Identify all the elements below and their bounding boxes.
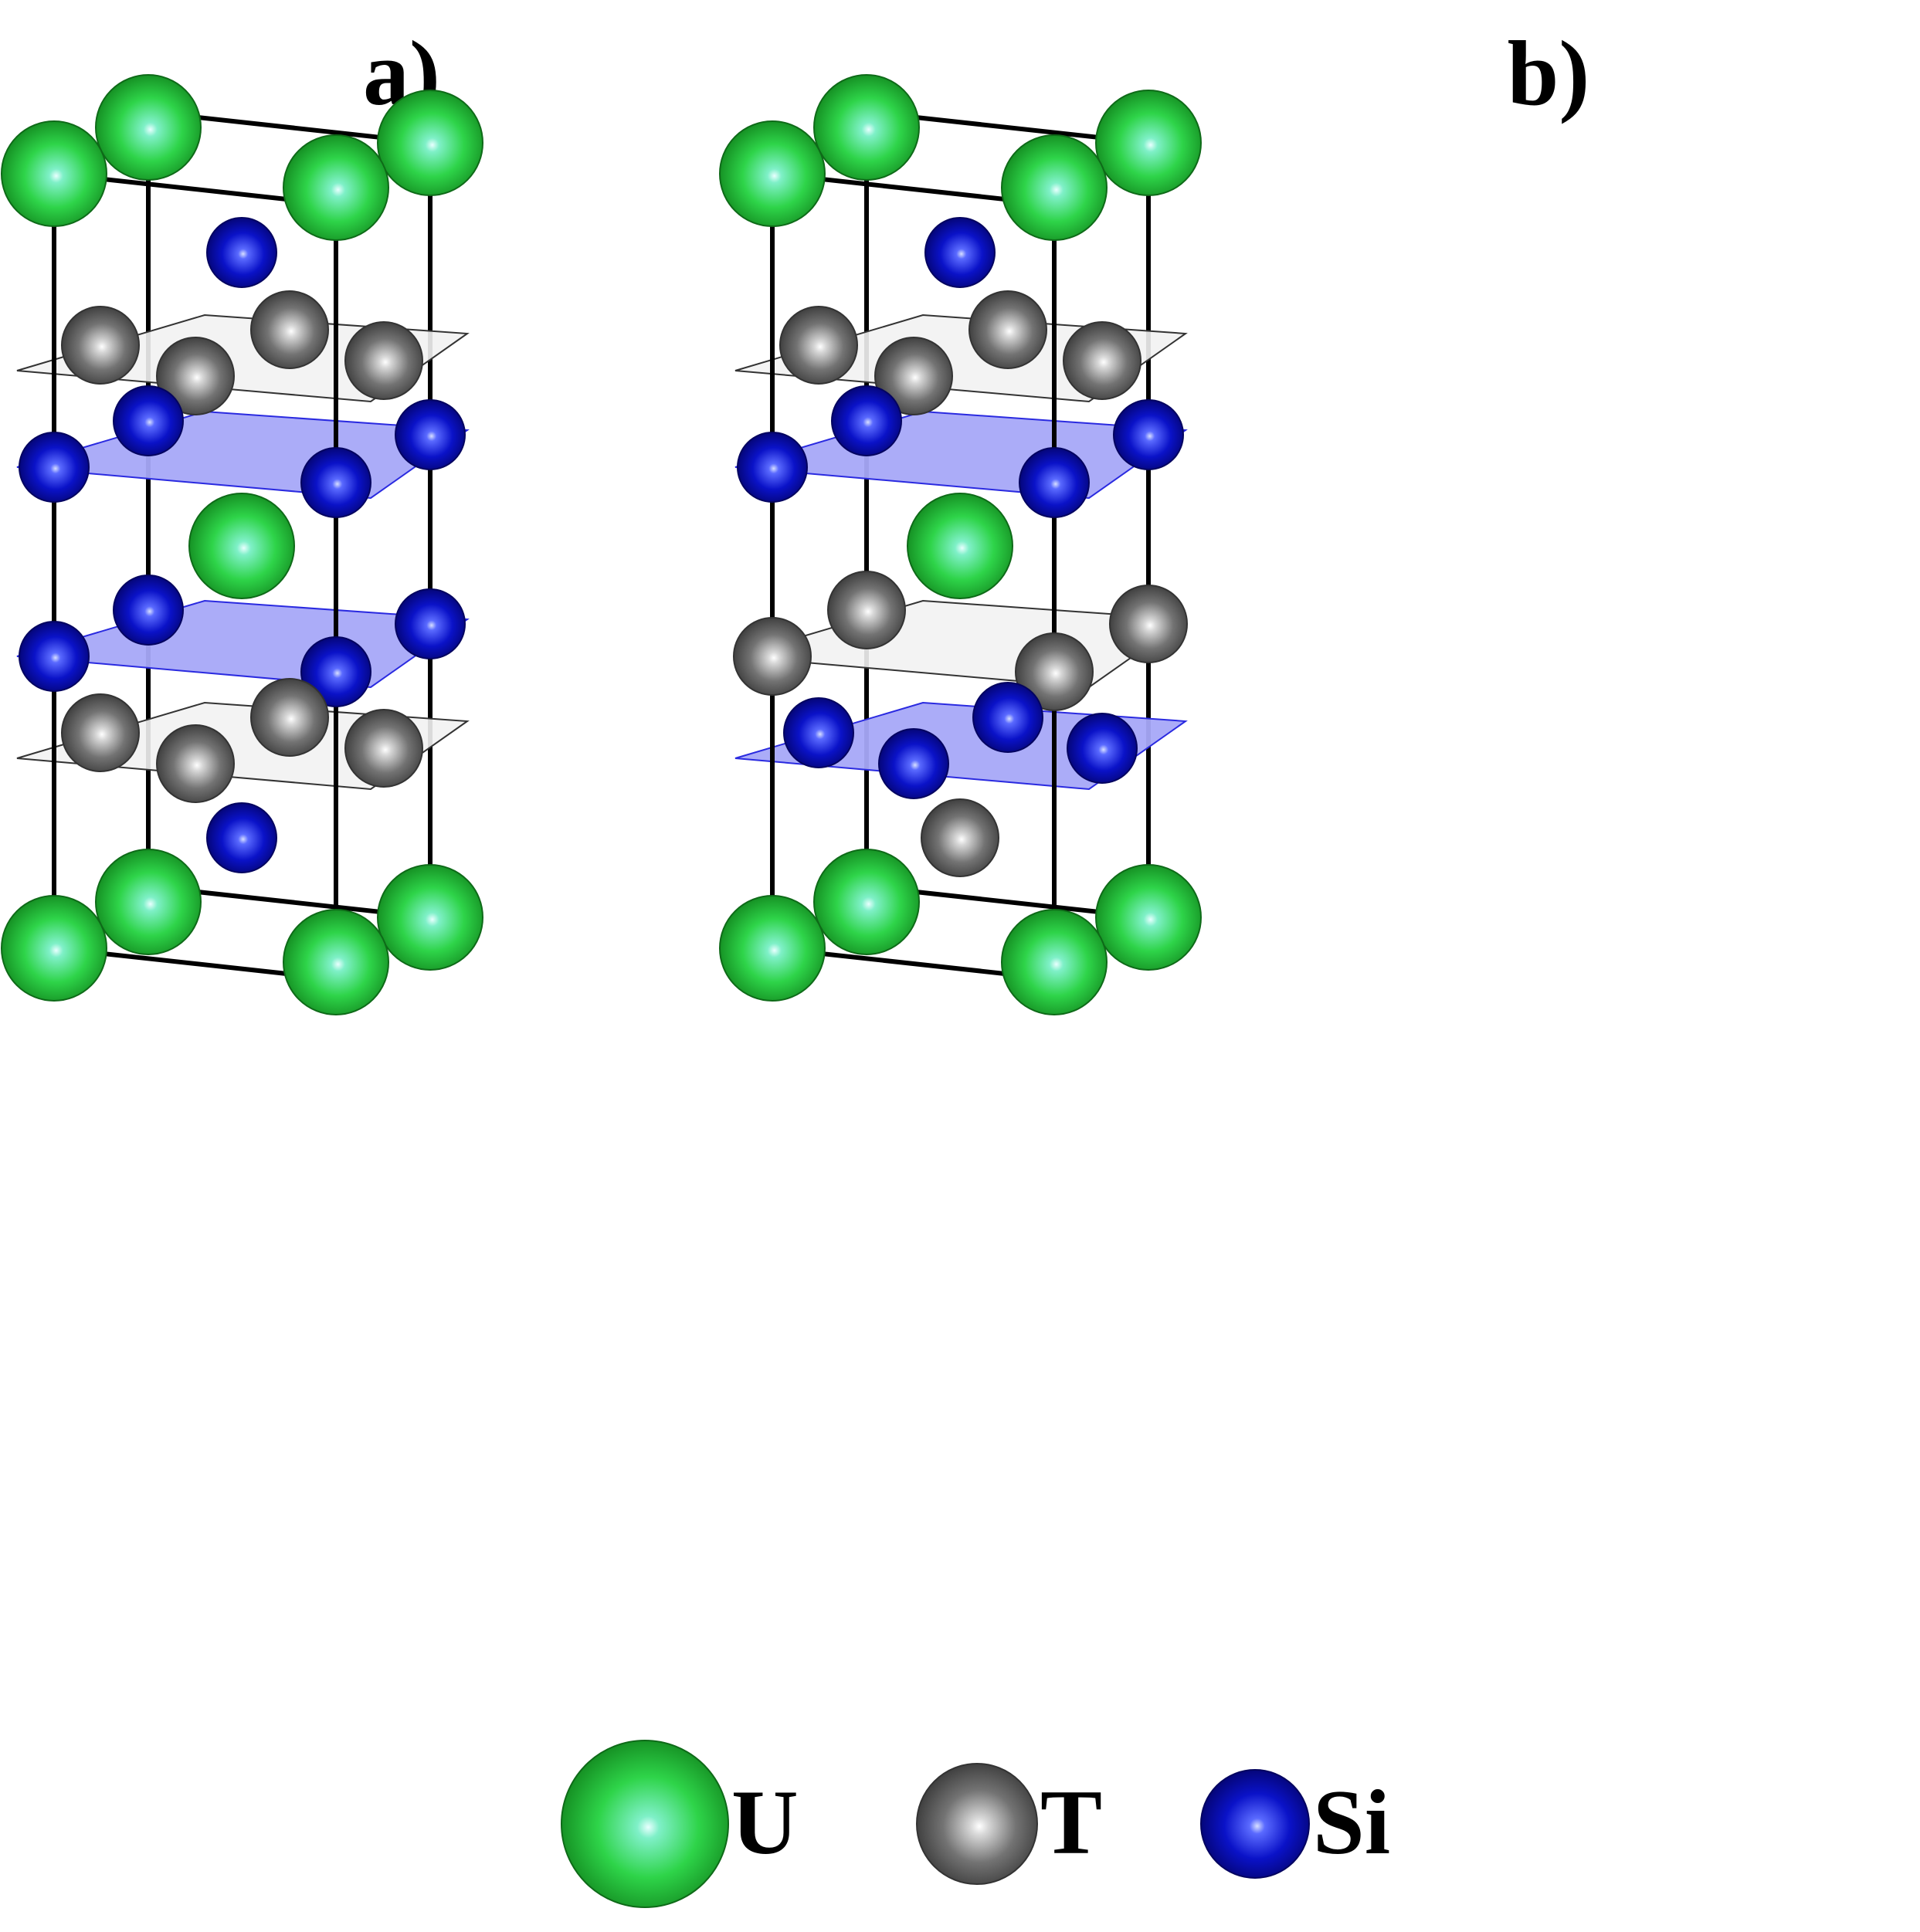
silicon-atom-upper-back-left <box>113 385 184 456</box>
transition-metal-atom-lower-front <box>156 724 235 803</box>
legend-t-label: T <box>1040 1771 1102 1873</box>
uranium-atom-top-back-right <box>1095 90 1202 196</box>
uranium-atom-bottom-front-right <box>283 909 389 1015</box>
silicon-atom-lower-front <box>878 728 949 799</box>
uranium-atom-body-center <box>907 493 1013 599</box>
silicon-atom-upper-front-left <box>737 432 808 503</box>
uranium-atom-bottom-front-left <box>1 895 107 1002</box>
uranium-atom-top-front-right <box>283 134 389 241</box>
silicon-atom-upper-front-right <box>300 447 371 518</box>
transition-metal-atom-upper-right <box>1063 321 1141 400</box>
transition-metal-atom-upper-front <box>156 337 235 415</box>
legend: U T Si <box>561 1740 1390 1908</box>
transition-metal-atom-lower-left <box>61 693 140 772</box>
uranium-atom-top-front-right <box>1001 134 1108 241</box>
silicon-atom-lower-back-left <box>113 575 184 646</box>
transition-metal-atom-upper-back <box>250 290 329 369</box>
silicon-atom-upper-back-right <box>395 399 466 470</box>
silicon-atom-interior-top <box>924 217 996 288</box>
panel-b-label: b) <box>1508 22 1590 124</box>
legend-u-swatch <box>561 1740 729 1908</box>
silicon-atom-interior-top <box>206 217 277 288</box>
transition-metal-atom-lower-right <box>344 709 423 788</box>
transition-metal-atom-lower-back <box>250 678 329 757</box>
silicon-atom-lower-back-right <box>395 588 466 659</box>
uranium-atom-bottom-front-right <box>1001 909 1108 1015</box>
transition-metal-atom-upper-front <box>874 337 953 415</box>
legend-si-label: Si <box>1313 1771 1390 1873</box>
transition-metal-atom-lower-back-right <box>1109 585 1188 663</box>
uranium-atom-top-front-left <box>1 120 107 227</box>
uranium-atom-top-back-right <box>377 90 483 196</box>
transition-metal-atom-upper-left <box>61 306 140 385</box>
silicon-atom-interior-bottom <box>206 802 277 873</box>
silicon-atom-lower-back <box>972 682 1043 753</box>
silicon-atom-upper-front-left <box>19 432 90 503</box>
silicon-atom-lower-left <box>783 697 854 768</box>
silicon-atom-upper-back-left <box>831 385 902 456</box>
uranium-atom-top-front-left <box>719 120 826 227</box>
transition-metal-atom-upper-left <box>779 306 858 385</box>
uranium-atom-bottom-back-left <box>95 849 202 955</box>
uranium-atom-bottom-back-right <box>1095 864 1202 971</box>
uranium-atom-top-back-left <box>813 74 920 181</box>
legend-si-swatch <box>1200 1769 1310 1879</box>
silicon-atom-lower-front-right <box>300 636 371 707</box>
transition-metal-atom-lower-front-left <box>733 617 812 696</box>
uranium-atom-bottom-back-left <box>813 849 920 955</box>
transition-metal-atom-interior-bottom <box>921 798 999 877</box>
uranium-atom-bottom-back-right <box>377 864 483 971</box>
silicon-atom-upper-back-right <box>1113 399 1184 470</box>
transition-metal-atom-upper-back <box>968 290 1047 369</box>
uranium-atom-body-center <box>188 493 295 599</box>
uranium-atom-top-back-left <box>95 74 202 181</box>
panel-a-unit-cell <box>1 74 483 1015</box>
silicon-atom-lower-front-left <box>19 621 90 692</box>
uranium-atom-bottom-front-left <box>719 895 826 1002</box>
panel-b-unit-cell <box>719 74 1202 1015</box>
transition-metal-atom-upper-right <box>344 321 423 400</box>
legend-t-swatch <box>916 1763 1038 1885</box>
transition-metal-atom-lower-back-left <box>827 571 906 649</box>
silicon-atom-lower-right <box>1067 713 1138 784</box>
silicon-atom-upper-front-right <box>1019 447 1090 518</box>
transition-metal-atom-lower-front-right <box>1015 632 1094 711</box>
legend-u-label: U <box>731 1771 799 1873</box>
